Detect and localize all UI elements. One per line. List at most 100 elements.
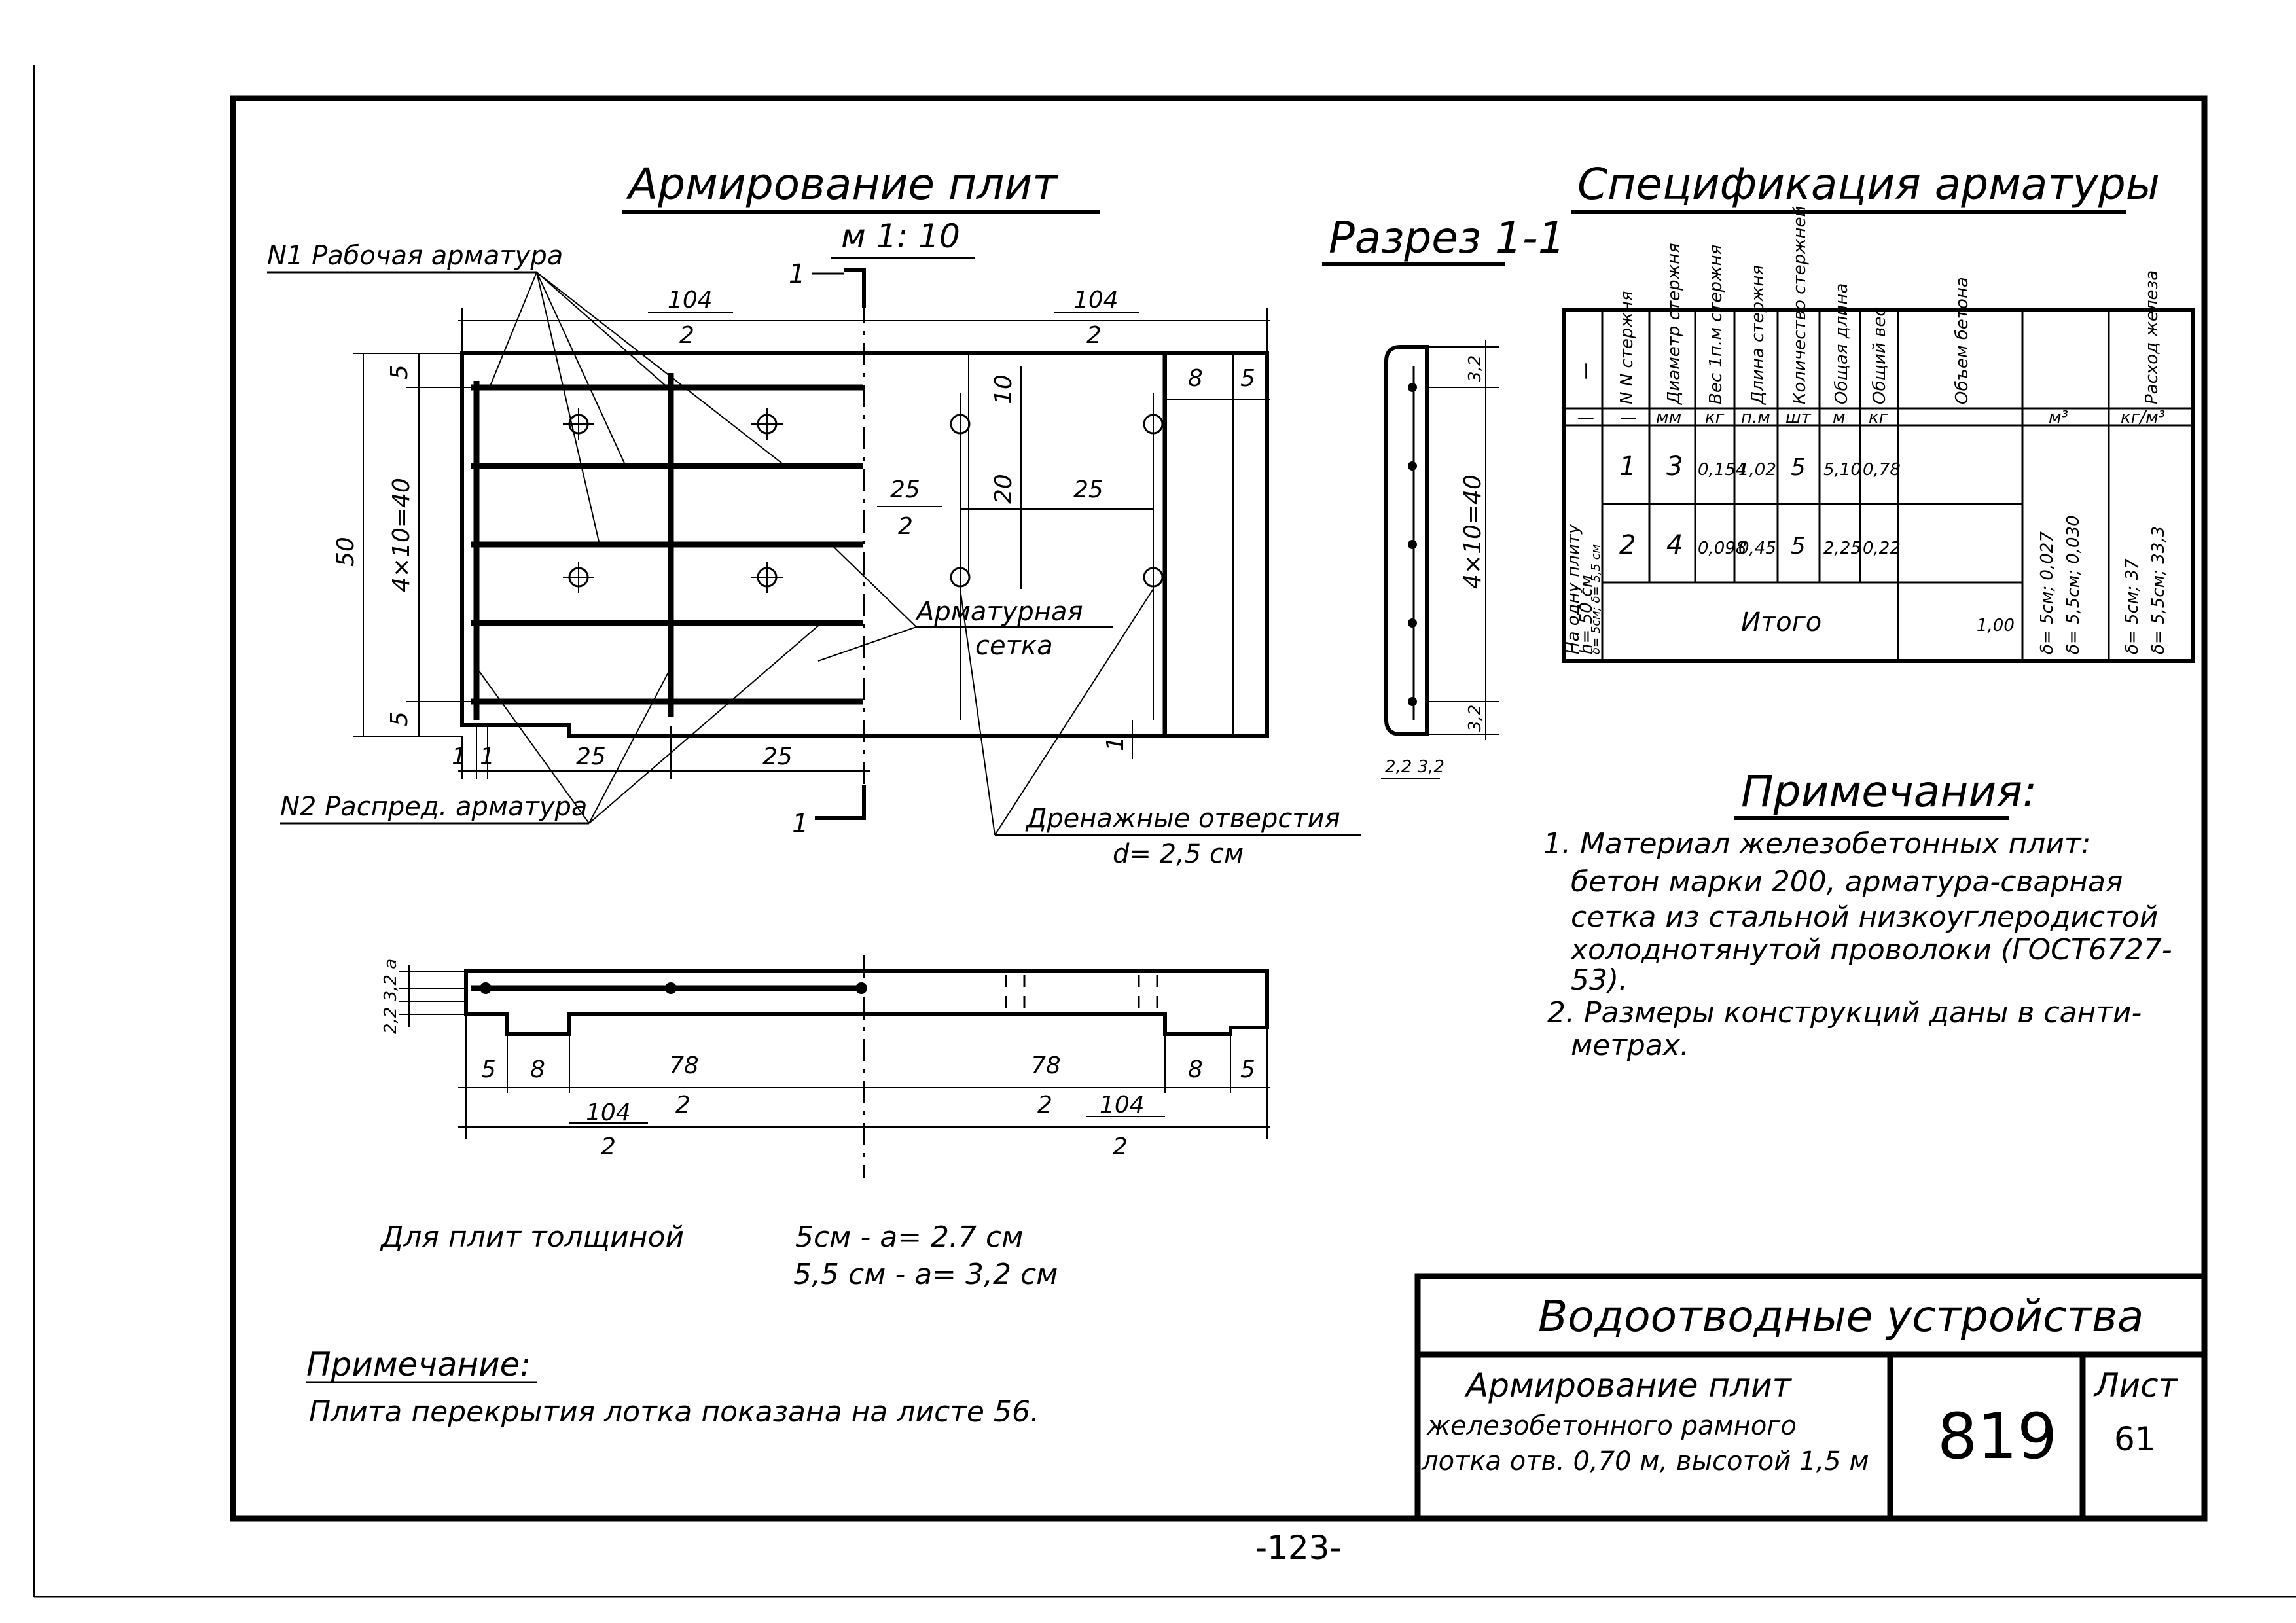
spec-unit: —: [1620, 408, 1637, 427]
leader-line: [994, 588, 1154, 836]
spec-cell: 2,25: [1823, 539, 1861, 558]
elev-d78-left-den: 2: [675, 1092, 691, 1118]
dim-right-1: 1: [1102, 736, 1129, 751]
bottom-note-title: Примечание:: [306, 1346, 531, 1383]
thickness-note-line1: 5см - a= 2.7 см: [795, 1221, 1023, 1254]
notes-line: бетон марки 200, арматура-сварная: [1571, 865, 2123, 899]
notes-line: 1. Материал железобетонных плит:: [1543, 827, 2090, 861]
elevation-bar-dot: [665, 982, 677, 994]
dim-top-right-num: 104: [1073, 287, 1119, 313]
spec-row-label-3: δ= 5см; δ= 5,5 см: [1589, 544, 1603, 654]
section-bar-dot: [1408, 461, 1417, 471]
elevation-bar-dot: [855, 982, 867, 994]
stamp-title: Водоотводные устройства: [1538, 1291, 2144, 1342]
drain-hole: [950, 567, 971, 588]
notes-title: Примечания:: [1741, 766, 2037, 817]
section-dim-mid: 4×10=40: [1460, 474, 1486, 589]
label-working-rebar: N1 Рабочая арматура: [267, 241, 563, 271]
dim-mid-25: 25: [1073, 476, 1103, 503]
spec-row-label-1: На одну плиту: [1564, 524, 1583, 654]
spec-unit: м: [1833, 408, 1846, 427]
section-bar-dot: [1408, 540, 1417, 549]
elev-d104-left-num: 104: [586, 1099, 631, 1126]
section-bar-dot: [1408, 697, 1417, 706]
spec-unit: кг/м³: [2121, 408, 2165, 427]
notes-line: холоднотянутой проволоки (ГОСТ6727-: [1570, 933, 2172, 967]
spec-header: N N стержня: [1617, 291, 1637, 404]
section-cut-bottom: [815, 785, 866, 820]
spec-header: —: [1575, 363, 1595, 380]
stamp-desc-1: Армирование плит: [1464, 1366, 1793, 1404]
leader-line: [831, 544, 917, 628]
spec-cell: 0,154: [1698, 460, 1746, 480]
elev-d104-right-den: 2: [1113, 1133, 1128, 1160]
dim-bottom-25a: 25: [576, 743, 606, 770]
spec-cell: 3: [1666, 452, 1683, 482]
spec-header: Вес 1п.м стержня: [1706, 245, 1726, 404]
dim-mid-25-2-num: 25: [890, 476, 920, 503]
leader-line: [489, 272, 537, 388]
title-block: Водоотводные устройства Армирование плит…: [1414, 1273, 2208, 1522]
drain-hole: [1143, 567, 1164, 588]
spec-cell: 1,02: [1738, 460, 1776, 480]
spec-volume-1: δ= 5см; 0,027: [2037, 531, 2057, 654]
spec-cell: 0,45: [1738, 539, 1776, 558]
stamp-desc-3: лотка отв. 0,70 м, высотой 1,5 м: [1421, 1446, 1869, 1476]
stamp-sheet-number: 61: [2114, 1420, 2156, 1458]
thickness-note-prefix: Для плит толщиной: [380, 1221, 684, 1254]
dim-bottom-1b: 1: [480, 743, 495, 770]
bottom-note-text: Плита перекрытия лотка показана на листе…: [309, 1395, 1039, 1429]
spec-unit: шт: [1785, 408, 1812, 427]
bottom-note: Примечание: Плита перекрытия лотка показ…: [306, 1346, 1039, 1429]
spec-row-label-2: h= 50 см: [1577, 575, 1596, 654]
elev-d5-right: 5: [1240, 1056, 1255, 1083]
drawing-frame: [230, 95, 2208, 1522]
plan-scale: м 1: 10: [841, 217, 960, 255]
spec-volume-2: δ= 5,5см; 0,030: [2064, 515, 2083, 654]
drain-hole: [751, 408, 783, 440]
spec-cell: 4: [1666, 530, 1683, 560]
plan-title: Армирование плит: [626, 159, 1059, 209]
spec-header: Длина стержня: [1748, 265, 1768, 405]
spec-steel-2: δ= 5,5см; 33,3: [2149, 526, 2168, 654]
elev-d78-left-num: 78: [669, 1052, 699, 1079]
dim-left-5-top: 5: [386, 365, 413, 380]
elevation-view: 2,2 3,2 a 5 8 78 2 78 2 8 5 104 2 104 2: [381, 955, 1270, 1178]
spec-header: Количество стержней: [1790, 206, 1810, 404]
spec-table-border: [1562, 308, 2195, 663]
spec-header: Диаметр стержня: [1664, 243, 1684, 405]
spec-cell: 0,78: [1863, 460, 1901, 480]
section-cut-top-2: [844, 268, 866, 308]
elev-d8-left: 8: [530, 1056, 545, 1083]
stamp-number: 819: [1937, 1400, 2057, 1473]
elev-d104-right-num: 104: [1100, 1092, 1145, 1118]
dim-top-left-num: 104: [668, 287, 713, 313]
spec-unit: м³: [2049, 408, 2068, 427]
spec-cell: 5: [1791, 533, 1806, 560]
dim-mid-20: 20: [990, 474, 1017, 504]
dim-right-5: 5: [1240, 365, 1255, 392]
label-mesh-2: сетка: [975, 631, 1053, 661]
section-bar-dot: [1408, 383, 1417, 392]
dim-left-50: 50: [332, 537, 359, 567]
leader-line: [536, 272, 626, 467]
thickness-note-line2: 5,5 см - a= 3,2 см: [793, 1258, 1058, 1291]
label-distribution-rebar: N2 Распред. арматура: [280, 792, 587, 822]
elevation-outline: [464, 969, 1269, 1036]
elev-dim-left-stack: 2,2 3,2 a: [381, 959, 401, 1034]
elev-d104-left-den: 2: [601, 1133, 616, 1160]
label-drain-d: d= 2,5 см: [1113, 839, 1244, 869]
notes-line: 53).: [1571, 963, 1628, 997]
section-bar-dot: [1408, 618, 1417, 628]
elev-d78-right-num: 78: [1031, 1052, 1061, 1079]
label-drain: Дренажные отверстия: [1025, 804, 1340, 834]
spec-unit: кг: [1869, 408, 1888, 427]
notes-line: 2. Размеры конструкций даны в санти-: [1547, 996, 2142, 1029]
section-title: Разрез 1-1: [1329, 213, 1566, 263]
dim-bottom-1a: 1: [452, 743, 467, 770]
leader-line: [588, 667, 672, 824]
spec-unit: п.м: [1741, 408, 1770, 427]
dim-right-8: 8: [1188, 365, 1203, 392]
drain-hole: [563, 408, 594, 440]
